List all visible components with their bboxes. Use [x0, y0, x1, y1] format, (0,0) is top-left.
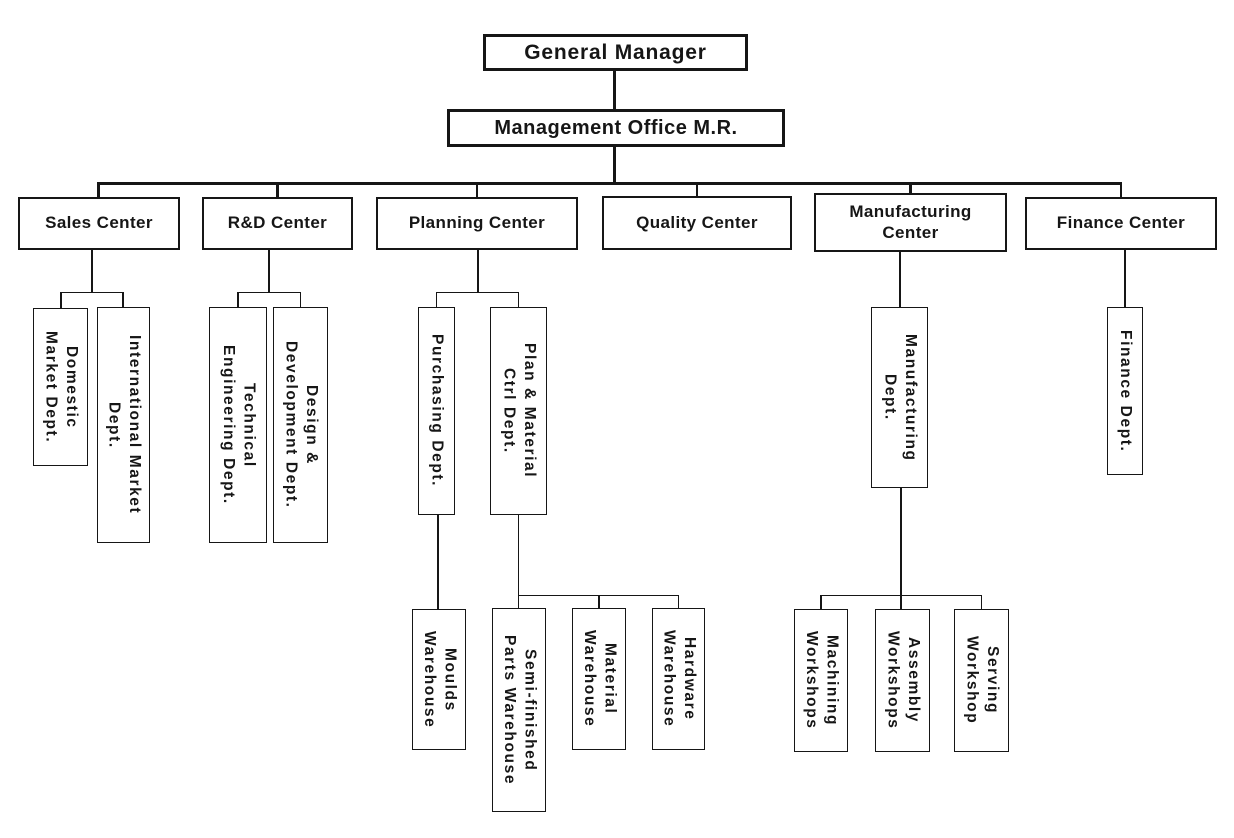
node-label: Semi-finished Parts Warehouse — [501, 634, 539, 786]
node-label: Technical Engineering Dept. — [220, 345, 258, 505]
node-label: Hardware Warehouse — [660, 630, 698, 728]
connector-drop-sales — [97, 184, 100, 197]
connector-plan-material-down — [517, 515, 520, 608]
node-management-office: Management Office M.R. — [447, 109, 785, 147]
node-quality-center: Quality Center — [602, 196, 792, 250]
connector-gm-to-mo — [612, 71, 616, 109]
node-label: Manufacturing Center — [849, 202, 972, 242]
connector-drop-finance — [1119, 184, 1123, 197]
connector-purchasing-to-moulds — [437, 515, 439, 609]
connector-drop-machining — [820, 596, 822, 609]
node-general-manager: General Manager — [483, 34, 748, 71]
node-sales-center: Sales Center — [18, 197, 180, 250]
connector-rd-children-bus — [237, 291, 302, 293]
connector-drop-purchasing — [435, 293, 438, 307]
node-manufacturing-dept: Manufacturing Dept. — [871, 307, 928, 488]
connector-drop-plan-material — [517, 293, 520, 307]
connector-drop-quality — [695, 184, 699, 196]
connector-drop-manufacturing — [909, 184, 912, 193]
connector-sales-children-bus — [60, 291, 124, 293]
connector-drop-serving — [980, 596, 983, 609]
node-label: Design & Development Dept. — [282, 341, 320, 509]
connector-drop-material-wh — [598, 596, 600, 608]
node-serving-workshop: Serving Workshop — [954, 609, 1009, 752]
node-label: Assembly Workshops — [884, 631, 922, 730]
node-label: Sales Center — [45, 213, 153, 233]
connector-drop-domestic — [60, 293, 62, 308]
node-material-warehouse: Material Warehouse — [572, 608, 626, 750]
node-finance-dept: Finance Dept. — [1107, 307, 1143, 475]
connector-mfg-dept-down — [900, 488, 902, 609]
node-label: Serving Workshop — [963, 636, 1001, 725]
connector-mo-to-bus — [612, 147, 616, 183]
node-assembly-workshops: Assembly Workshops — [875, 609, 930, 752]
node-label: International Market Dept. — [105, 335, 143, 515]
node-rd-center: R&D Center — [202, 197, 353, 250]
node-label: Machining Workshops — [803, 631, 841, 730]
connector-workshop-bus — [820, 594, 982, 596]
connector-drop-international — [122, 293, 124, 307]
node-label: Moulds Warehouse — [421, 630, 459, 729]
connector-finance-down — [1124, 250, 1126, 307]
node-moulds-warehouse: Moulds Warehouse — [412, 609, 466, 750]
node-label: Domestic Market Dept. — [42, 330, 80, 444]
node-label: Finance Center — [1056, 213, 1186, 233]
node-label: R&D Center — [227, 213, 328, 233]
node-label: Plan & Material Ctrl Dept. — [500, 343, 538, 479]
connector-planning-down — [477, 250, 479, 293]
node-label: Purchasing Dept. — [428, 334, 446, 488]
connector-drop-planning — [475, 184, 479, 197]
node-planning-center: Planning Center — [376, 197, 578, 250]
node-domestic-market-dept: Domestic Market Dept. — [33, 308, 88, 466]
connector-rd-down — [268, 250, 270, 293]
connector-sales-down — [91, 250, 93, 293]
node-technical-engineering-dept: Technical Engineering Dept. — [209, 307, 267, 543]
node-design-development-dept: Design & Development Dept. — [273, 307, 328, 543]
node-purchasing-dept: Purchasing Dept. — [418, 307, 455, 515]
node-manufacturing-center: Manufacturing Center — [814, 193, 1007, 252]
node-plan-material-ctrl-dept: Plan & Material Ctrl Dept. — [490, 307, 547, 515]
node-label: Planning Center — [408, 213, 546, 233]
node-semi-finished-parts-warehouse: Semi-finished Parts Warehouse — [492, 608, 546, 812]
node-label: Material Warehouse — [581, 630, 619, 728]
node-finance-center: Finance Center — [1025, 197, 1217, 250]
connector-manufacturing-down — [899, 252, 901, 307]
connector-planning-children-bus — [435, 291, 520, 293]
node-label: Management Office M.R. — [494, 116, 738, 139]
node-hardware-warehouse: Hardware Warehouse — [652, 608, 705, 750]
connector-drop-hardware-wh — [677, 596, 680, 608]
connector-drop-technical — [237, 293, 239, 307]
connector-warehouse-bus — [517, 594, 680, 596]
node-machining-workshops: Machining Workshops — [794, 609, 848, 752]
connector-centers-bus — [97, 182, 1123, 185]
node-international-market-dept: International Market Dept. — [97, 307, 150, 543]
connector-drop-design — [299, 293, 302, 307]
node-label: General Manager — [524, 40, 707, 64]
node-label: Manufacturing Dept. — [881, 333, 919, 462]
connector-drop-rd — [276, 184, 279, 197]
node-label: Finance Dept. — [1117, 329, 1135, 453]
node-label: Quality Center — [636, 212, 758, 232]
